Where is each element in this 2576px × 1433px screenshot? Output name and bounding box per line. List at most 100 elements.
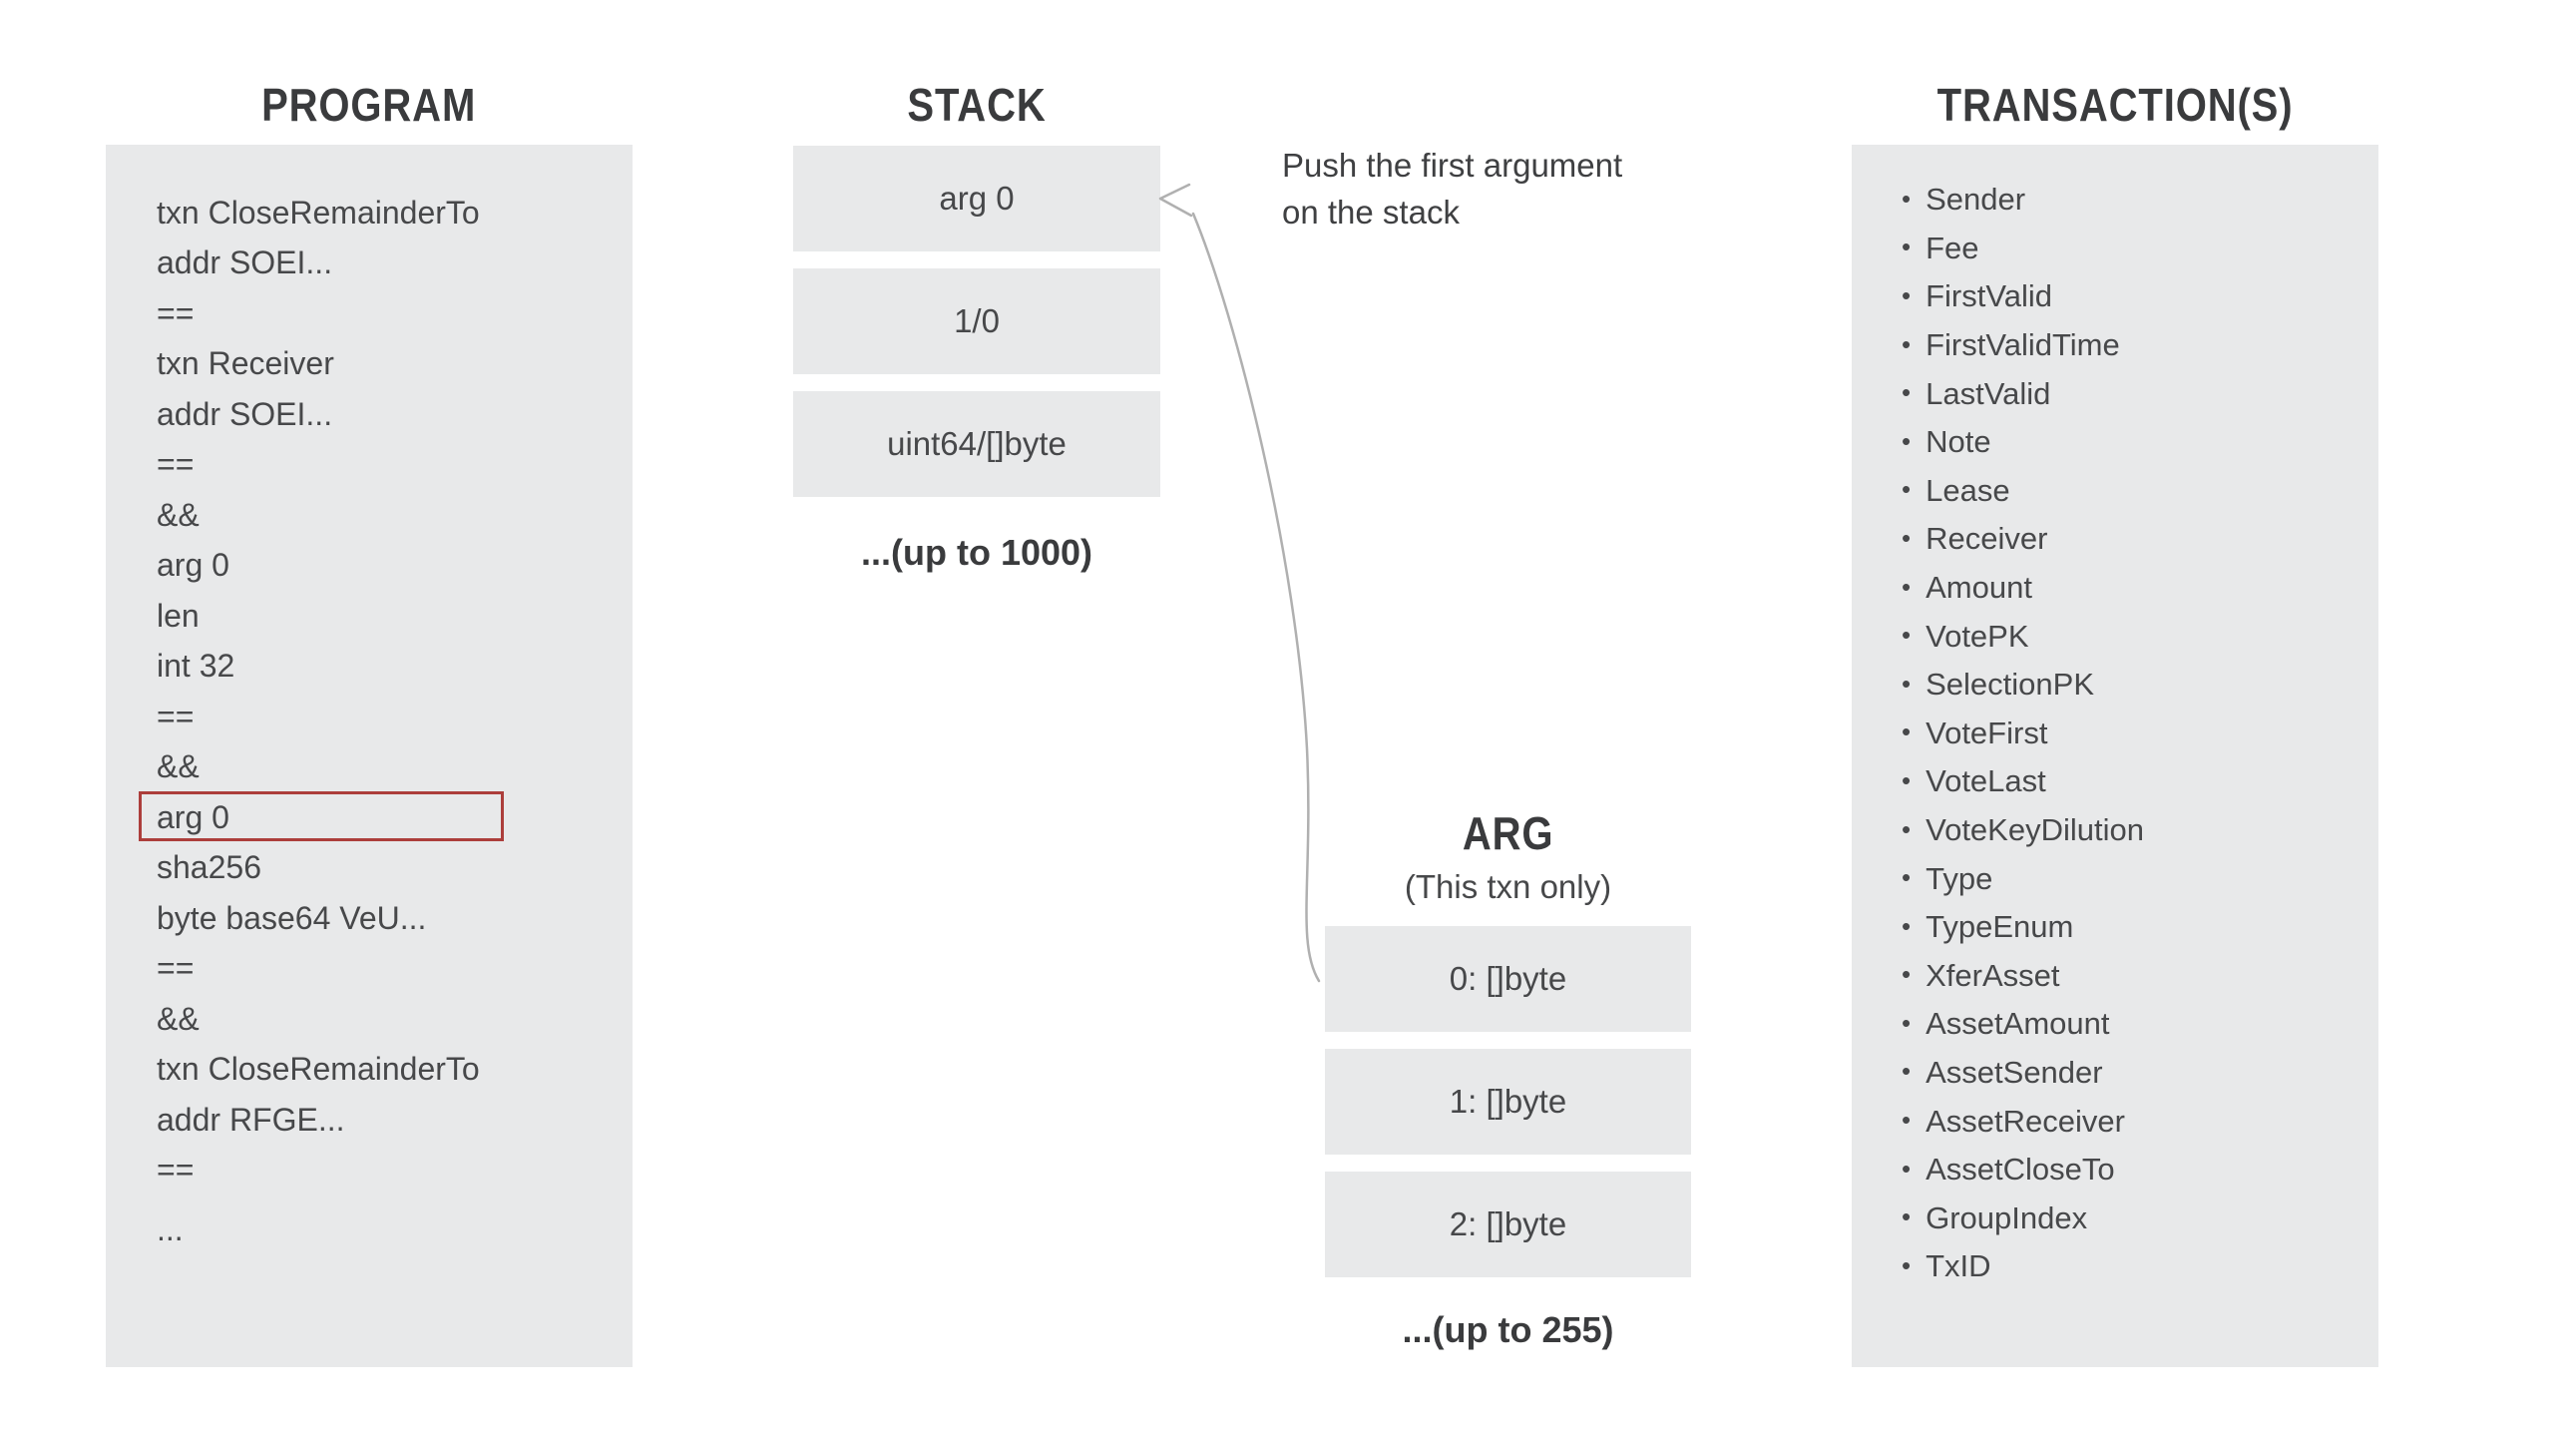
stack-column-title: STACK — [907, 79, 1047, 131]
transaction-field-item: • Sender — [1902, 176, 2378, 225]
program-opcode-line: ... — [157, 1210, 184, 1247]
program-opcode-line: len — [157, 597, 200, 634]
transaction-field-item: • AssetReceiver — [1902, 1097, 2378, 1146]
transaction-field-item: • LastValid — [1902, 369, 2378, 418]
stack-slot-top: arg 0 — [793, 146, 1160, 251]
transaction-field-item: • VoteFirst — [1902, 710, 2378, 758]
bullet-icon: • — [1902, 1153, 1912, 1184]
program-opcode-line: addr SOEI... — [157, 244, 333, 281]
program-opcode-line: arg 0 — [157, 547, 229, 584]
transaction-field-item: • AssetAmount — [1902, 1000, 2378, 1049]
transaction-field-label: Type — [1926, 860, 1993, 896]
program-opcode-line: addr RFGE... — [157, 1101, 345, 1138]
bullet-icon: • — [1902, 1249, 1912, 1280]
transaction-field-label: AssetCloseTo — [1926, 1152, 2115, 1188]
program-opcode-line: == — [157, 950, 195, 987]
transaction-field-label: Sender — [1926, 182, 2026, 218]
bullet-icon: • — [1902, 716, 1912, 747]
program-opcode-line: addr SOEI... — [157, 395, 333, 432]
bullet-icon: • — [1902, 668, 1912, 699]
arg-slot-1: 1: []byte — [1325, 1049, 1691, 1155]
transaction-field-label: VoteKeyDilution — [1926, 812, 2144, 848]
program-opcode-line: arg 0 — [157, 798, 229, 835]
program-opcode-line: == — [157, 446, 195, 483]
transaction-field-item: • AssetCloseTo — [1902, 1146, 2378, 1194]
transaction-field-label: GroupIndex — [1926, 1199, 2088, 1235]
program-opcode-line: == — [157, 698, 195, 734]
transaction-field-label: SelectionPK — [1926, 667, 2094, 703]
program-opcode-line: && — [157, 496, 200, 533]
transaction-field-label: Amount — [1926, 570, 2032, 606]
transaction-field-item: • Note — [1902, 418, 2378, 467]
transaction-field-label: Fee — [1926, 230, 1979, 265]
program-opcode-line: txn CloseRemainderTo — [157, 194, 480, 231]
bullet-icon: • — [1902, 474, 1912, 505]
bullet-icon: • — [1902, 1105, 1912, 1136]
bullet-icon: • — [1902, 1056, 1912, 1087]
transaction-field-label: FirstValid — [1926, 278, 2053, 314]
transaction-field-item: • FirstValid — [1902, 272, 2378, 321]
transaction-field-item: • AssetSender — [1902, 1049, 2378, 1098]
transaction-field-item: • TypeEnum — [1902, 903, 2378, 952]
program-opcode-line: txn CloseRemainderTo — [157, 1051, 480, 1088]
transaction-field-item: • Receiver — [1902, 515, 2378, 564]
transaction-field-label: Receiver — [1926, 521, 2048, 557]
program-opcode-line: int 32 — [157, 648, 235, 685]
transaction-field-item: • XferAsset — [1902, 952, 2378, 1001]
push-annotation-line2: on the stack — [1282, 194, 1460, 231]
transaction-field-label: FirstValidTime — [1926, 327, 2120, 363]
transaction-field-label: AssetReceiver — [1926, 1103, 2125, 1139]
bullet-icon: • — [1902, 813, 1912, 844]
program-opcode-line: == — [157, 1152, 195, 1189]
transaction-field-label: Lease — [1926, 472, 2010, 508]
push-annotation-line1: Push the first argument — [1282, 147, 1623, 184]
transaction-field-item: • Amount — [1902, 564, 2378, 613]
transactions-panel: • Sender • Fee • FirstValid • FirstValid… — [1852, 145, 2378, 1367]
transaction-field-label: VoteFirst — [1926, 715, 2048, 750]
arg-slot-0: 0: []byte — [1325, 926, 1691, 1032]
transaction-field-item: • SelectionPK — [1902, 661, 2378, 710]
bullet-icon: • — [1902, 620, 1912, 651]
transaction-field-item: • Lease — [1902, 467, 2378, 516]
bullet-icon: • — [1902, 328, 1912, 359]
bullet-icon: • — [1902, 862, 1912, 893]
program-opcode-line: == — [157, 294, 195, 331]
transaction-field-label: Note — [1926, 424, 1991, 460]
transaction-field-item: • VoteKeyDilution — [1902, 806, 2378, 855]
stack-capacity-caption: ...(up to 1000) — [860, 532, 1093, 573]
program-opcode-line: && — [157, 748, 200, 785]
transaction-field-list: • Sender • Fee • FirstValid • FirstValid… — [1852, 145, 2378, 1291]
program-opcode-line: && — [157, 1000, 200, 1037]
transaction-field-label: XferAsset — [1926, 957, 2060, 993]
arg-subtitle: (This txn only) — [1404, 868, 1612, 905]
bullet-icon: • — [1902, 764, 1912, 795]
transaction-field-label: AssetAmount — [1926, 1006, 2110, 1042]
transaction-field-label: VoteLast — [1926, 763, 2046, 799]
transaction-field-item: • GroupIndex — [1902, 1194, 2378, 1242]
bullet-icon: • — [1902, 910, 1912, 941]
arg-capacity-caption: ...(up to 255) — [1402, 1309, 1614, 1350]
bullet-icon: • — [1902, 425, 1912, 456]
bullet-icon: • — [1902, 183, 1912, 214]
transaction-field-item: • VoteLast — [1902, 757, 2378, 806]
bullet-icon: • — [1902, 1007, 1912, 1038]
transaction-field-label: AssetSender — [1926, 1054, 2103, 1090]
bullet-icon: • — [1902, 232, 1912, 262]
highlight-box-current-opcode — [139, 791, 504, 841]
bullet-icon: • — [1902, 377, 1912, 408]
transaction-field-label: LastValid — [1926, 375, 2051, 411]
transaction-field-item: • Fee — [1902, 225, 2378, 273]
transaction-field-label: TxID — [1926, 1248, 1991, 1284]
arg-column-title: ARG — [1462, 807, 1554, 859]
bullet-icon: • — [1902, 522, 1912, 553]
transaction-field-label: TypeEnum — [1926, 909, 2074, 945]
transaction-field-item: • FirstValidTime — [1902, 321, 2378, 370]
bullet-icon: • — [1902, 1201, 1912, 1232]
stack-slot-middle: 1/0 — [793, 268, 1160, 374]
transaction-field-item: • Type — [1902, 854, 2378, 903]
program-opcode-line: sha256 — [157, 849, 261, 886]
push-annotation-text: Push the first argument on the stack — [1282, 142, 1622, 236]
arg-slot-2: 2: []byte — [1325, 1172, 1691, 1277]
bullet-icon: • — [1902, 959, 1912, 990]
